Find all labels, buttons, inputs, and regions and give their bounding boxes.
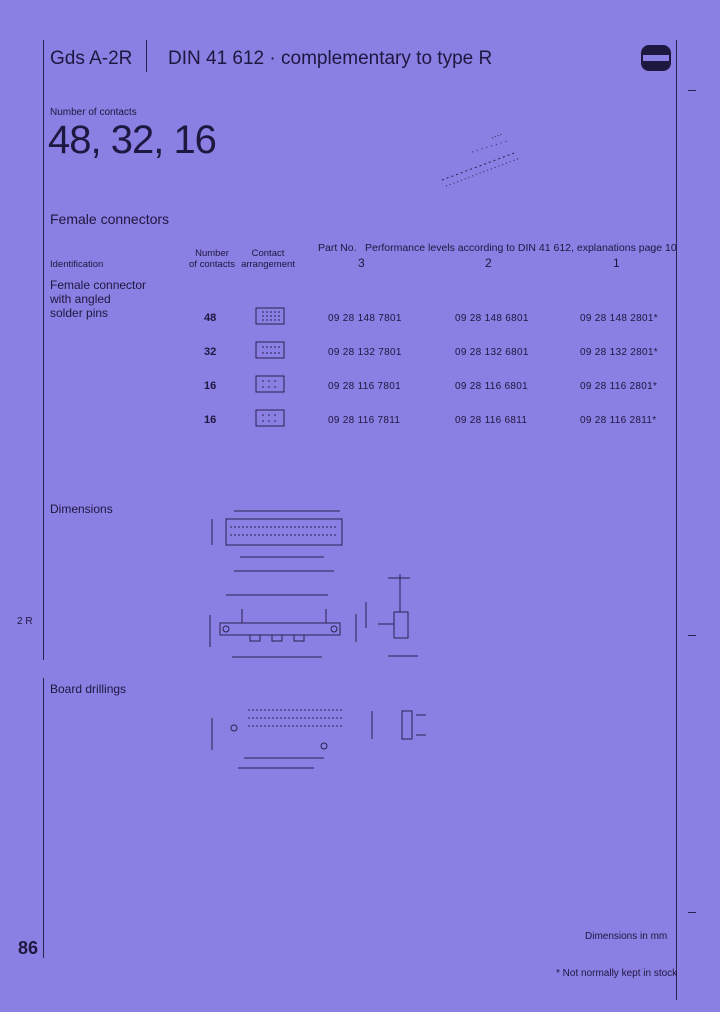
- title-separator: [146, 44, 147, 70]
- footnote: * Not normally kept in stock: [556, 968, 678, 979]
- part-number-level-1: 09 28 132 2801*: [580, 347, 658, 358]
- col-number-header: Number of contacts: [188, 248, 236, 270]
- contact-arrangement-icon: [254, 408, 286, 428]
- row-contacts: 32: [204, 346, 217, 358]
- part-number-level-2: 09 28 116 6801: [455, 381, 528, 392]
- series-title: Gds A-2R: [50, 48, 133, 69]
- row-contacts: 48: [204, 312, 217, 324]
- row-contacts: 16: [204, 380, 217, 392]
- part-number-level-2: 09 28 132 6801: [455, 347, 529, 358]
- part-number-level-3: 09 28 116 7801: [328, 381, 401, 392]
- section-heading-dimensions: Dimensions: [50, 502, 113, 516]
- board-drilling-side: [360, 705, 430, 745]
- part-number-level-3: 09 28 116 7811: [328, 415, 401, 426]
- row-contacts: 16: [204, 414, 217, 426]
- part-number-level-1: 09 28 116 2801*: [580, 381, 658, 392]
- row-label: Female connector with angled solder pins: [50, 278, 146, 320]
- brand-logo: [640, 44, 672, 72]
- contacts-label: Number of contacts: [50, 107, 137, 118]
- part-number-level-1: 09 28 116 2811*: [580, 415, 657, 426]
- left-margin-rule-lower: [43, 678, 44, 958]
- dimension-drawing-top: [204, 505, 349, 585]
- row-label-line3: solder pins: [50, 306, 109, 320]
- col-number-line2: of contacts: [189, 259, 235, 270]
- left-margin-rule: [43, 40, 44, 660]
- contact-arrangement-icon: [254, 306, 286, 326]
- col-contact-line1: Contact: [251, 248, 285, 259]
- row-label-line2: with angled: [50, 292, 111, 306]
- dimension-drawing-side: [348, 572, 428, 668]
- part-number-level-1: 09 28 148 2801*: [580, 313, 658, 324]
- col-performance-header: Performance levels according to DIN 41 6…: [365, 242, 677, 254]
- col-partno-header: Part No.: [318, 242, 357, 254]
- part-number-level-3: 09 28 132 7801: [328, 347, 402, 358]
- section-heading-board: Board drillings: [50, 682, 127, 696]
- col-contact-header: Contact arrangement: [240, 248, 296, 270]
- right-tick-mid: [688, 635, 696, 636]
- page-title: DIN 41 612 · complementary to type R: [168, 48, 493, 69]
- right-tick-top: [688, 90, 696, 91]
- connector-illustration: [432, 130, 532, 190]
- col-identification-header: Identification: [50, 259, 104, 270]
- right-margin-rule: [676, 40, 677, 1000]
- contacts-values: 48, 32, 16: [48, 118, 217, 162]
- col-number-line1: Number: [195, 248, 229, 259]
- level-2-header: 2: [485, 256, 492, 270]
- page-number: 86: [18, 938, 39, 958]
- right-tick-bottom: [688, 912, 696, 913]
- dimension-drawing-front: [204, 585, 349, 665]
- dimensions-note: Dimensions in mm: [585, 931, 668, 942]
- section-heading-female: Female connectors: [50, 211, 170, 227]
- row-label-line1: Female connector: [50, 278, 147, 292]
- level-3-header: 3: [358, 256, 365, 270]
- side-label: 2 R: [17, 616, 33, 627]
- col-contact-line2: arrangement: [241, 259, 295, 270]
- contact-arrangement-icon: [254, 340, 286, 360]
- contact-arrangement-icon: [254, 374, 286, 394]
- part-number-level-2: 09 28 148 6801: [455, 313, 529, 324]
- part-number-level-3: 09 28 148 7801: [328, 313, 402, 324]
- board-drilling-drawing: [204, 690, 354, 775]
- level-1-header: 1: [613, 256, 620, 270]
- part-number-level-2: 09 28 116 6811: [455, 415, 528, 426]
